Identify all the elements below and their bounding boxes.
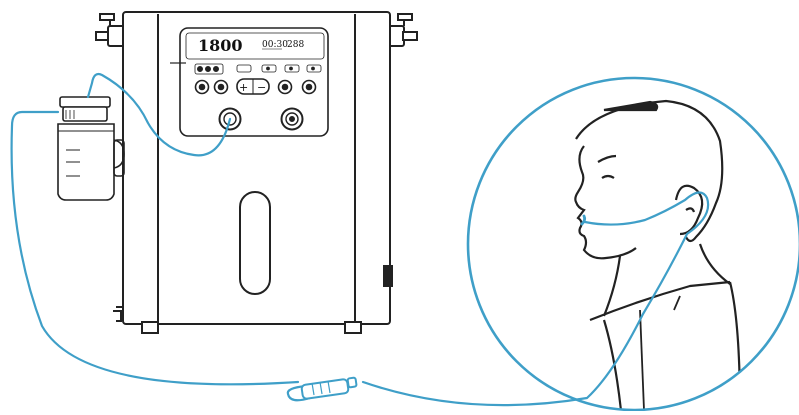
inline-filter — [300, 378, 350, 400]
outlet-ports — [218, 107, 304, 131]
knob-row — [194, 78, 317, 95]
flow-value: 1800 — [198, 36, 243, 55]
extra-value: 288 — [287, 40, 304, 50]
timer-value: 00:30 — [262, 40, 288, 50]
humidifier-bottle-icon — [57, 96, 125, 201]
profile-circle-frame — [466, 76, 799, 412]
person-profile-icon — [574, 99, 742, 410]
nasal-cannula-icon — [300, 376, 358, 400]
plus-button-label[interactable]: + — [239, 81, 248, 94]
tubing — [10, 72, 710, 407]
tube-cannula-to-filter — [361, 191, 710, 407]
water-level-window — [239, 191, 271, 295]
indicator-row — [170, 62, 322, 75]
left-pipe — [95, 13, 125, 47]
minus-button-label[interactable]: − — [257, 81, 266, 94]
right-pipe — [387, 13, 418, 47]
display-screen — [185, 32, 325, 60]
tube-outlet-to-bottle — [86, 72, 232, 157]
tube-bottle-to-cannula — [10, 110, 300, 386]
